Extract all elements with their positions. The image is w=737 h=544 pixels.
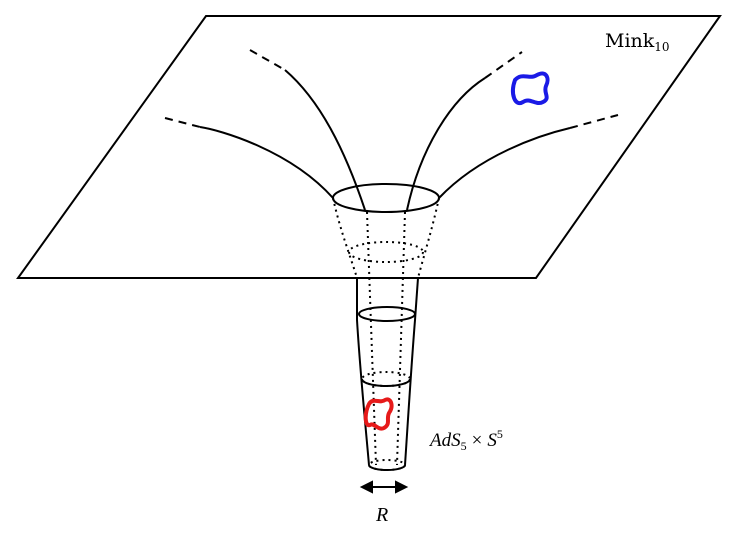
throat-body-solid [356, 277, 419, 471]
throat-body-dotted [332, 197, 440, 471]
throat-loop [363, 397, 394, 431]
funnel-flare-curves [164, 49, 619, 211]
boundary-loop [511, 71, 550, 106]
radius-arrow [359, 480, 409, 494]
minkowski-plane [16, 15, 722, 279]
radius-label: R [375, 504, 388, 526]
throat-rim [332, 183, 440, 213]
ads-label: AdS5×S5 [428, 427, 503, 453]
mink-label: Mink10 [605, 30, 670, 54]
